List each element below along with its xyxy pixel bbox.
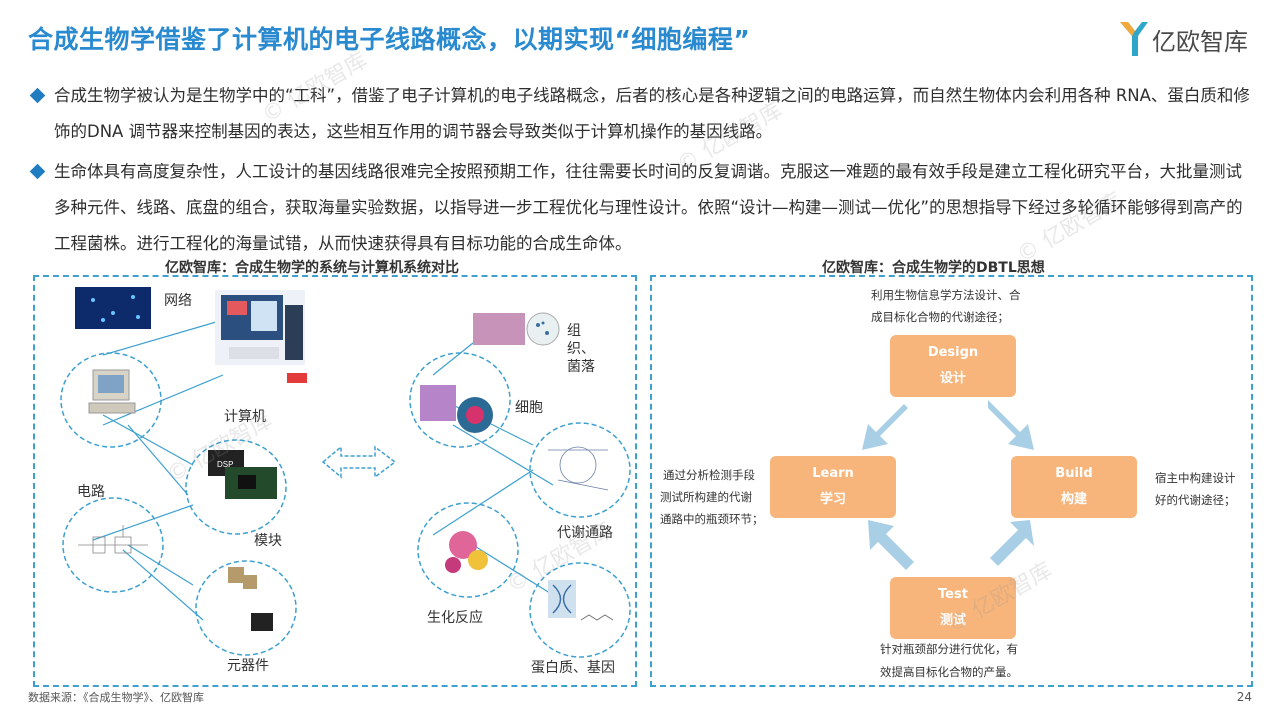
design-desc-1: 利用生物信息学方法设计、合 xyxy=(871,288,1021,302)
old-pc-illustration xyxy=(88,369,136,414)
page-number: 24 xyxy=(1236,690,1252,704)
arrow-learn-to-design xyxy=(862,400,908,450)
test-desc-2: 效提高目标化合物的产量。 xyxy=(880,665,1018,679)
right-panel xyxy=(650,275,1253,687)
label-network: 网络 xyxy=(164,293,192,309)
test-box: Test 测试 xyxy=(890,577,1016,639)
learn-zh: 学习 xyxy=(819,492,846,507)
double-arrow-icon xyxy=(321,445,397,479)
arrow-test-to-learn xyxy=(868,520,914,570)
dna-image xyxy=(548,580,614,621)
logo: 亿欧智库 xyxy=(1118,18,1258,58)
build-zh: 构建 xyxy=(1060,492,1087,507)
chip-text: DSP xyxy=(217,460,233,469)
learn-desc-1: 通过分析检测手段 xyxy=(663,468,755,482)
circuit-schematic xyxy=(78,525,148,554)
test-zh: 测试 xyxy=(939,613,966,628)
arrow-design-to-build xyxy=(988,400,1034,450)
dsp-chip-illustration: DSP xyxy=(208,450,277,499)
page-title: 合成生物学借鉴了计算机的电子线路概念，以期实现“细胞编程” xyxy=(28,25,751,54)
components-illustration xyxy=(228,567,273,631)
bullet-text-2: 生命体具有高度复杂性，人工设计的基因线路很难完全按照预期工作，往往需要长时间的反… xyxy=(54,162,1243,253)
learn-desc-2: 测试所构建的代谢 xyxy=(660,490,752,504)
learn-desc-3: 通路中的瓶颈环节； xyxy=(660,512,764,526)
network-image xyxy=(75,287,151,329)
label-computer: 计算机 xyxy=(224,409,266,425)
label-protein-gene: 蛋白质、基因 xyxy=(531,660,615,676)
label-module: 模块 xyxy=(254,533,282,549)
label-component: 元器件 xyxy=(227,658,269,674)
label-cell: 细胞 xyxy=(515,400,543,416)
learn-en: Learn xyxy=(812,466,854,481)
logo-text: 亿欧智库 xyxy=(1152,28,1248,56)
design-zh: 设计 xyxy=(939,371,966,386)
build-desc-2: 好的代谢途径； xyxy=(1155,493,1236,507)
dbtl-arrows xyxy=(862,400,1034,570)
test-desc-1: 针对瓶颈部分进行优化，有 xyxy=(880,642,1018,656)
metabolic-pathway-diagram xyxy=(548,446,609,491)
left-panel xyxy=(33,275,637,687)
build-desc-1: 宿主中构建设计 xyxy=(1155,471,1236,485)
arrow-build-to-test xyxy=(990,520,1034,566)
design-en: Design xyxy=(927,345,979,360)
label-biochemical-reaction: 生化反应 xyxy=(427,610,483,626)
data-source: 数据来源：《合成生物学》、亿欧智库 xyxy=(28,691,204,704)
label-circuit: 电路 xyxy=(77,484,105,500)
bullet-text-1: 合成生物学被认为是生物学中的“工科”，借鉴了电子计算机的电子线路概念，后者的核心… xyxy=(54,86,1250,141)
design-box: Design 设计 xyxy=(890,335,1016,397)
test-en: Test xyxy=(938,587,968,602)
cell-image xyxy=(420,385,493,433)
learn-box: Learn 学习 xyxy=(770,456,896,518)
build-en: Build xyxy=(1055,466,1093,481)
protein-structure-image xyxy=(445,531,488,573)
comparison-diagram: DSP xyxy=(60,287,631,658)
logo-mark-icon xyxy=(1120,22,1148,56)
left-panel-title: 亿欧智库：合成生物学的系统与计算机系统对比 xyxy=(165,260,459,276)
right-panel-title: 亿欧智库：合成生物学的DBTL思想 xyxy=(822,260,1045,276)
tissue-image xyxy=(473,312,560,346)
label-metabolic-pathway: 代谢通路 xyxy=(557,525,613,541)
build-box: Build 构建 xyxy=(1011,456,1137,518)
label-tissue: 组 织、 菌落 xyxy=(567,323,595,375)
design-desc-2: 成目标化合物的代谢途径； xyxy=(871,310,1009,324)
computer-illustration xyxy=(215,290,307,383)
